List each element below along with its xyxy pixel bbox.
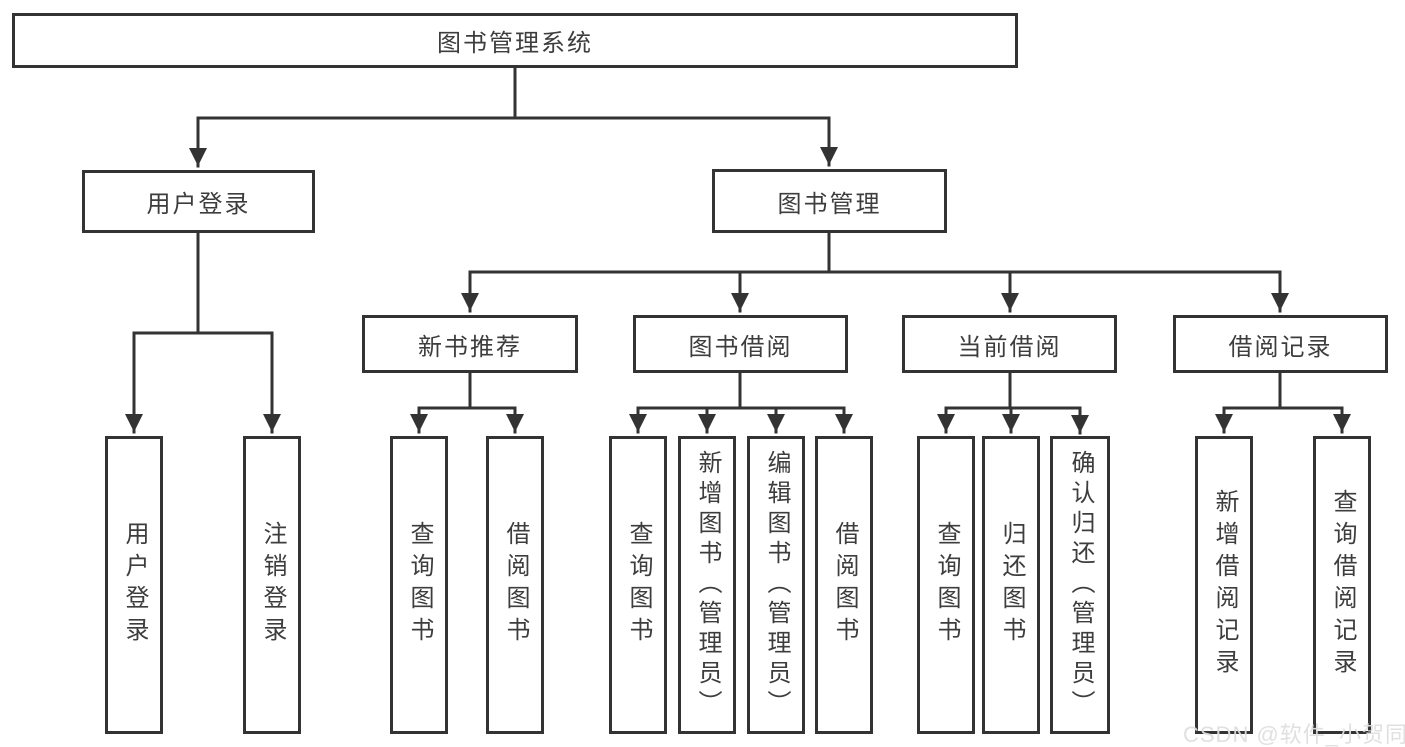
leaf-logout: 注销登录 — [243, 436, 301, 734]
leaf-add-books-admin: 新增图书（管理员） — [678, 436, 736, 734]
leaf-borrow-books-recommend: 借阅图书 — [486, 436, 544, 734]
leaf-query-books-borrowing: 查询图书 — [609, 436, 667, 734]
leaf-query-books-recommend: 查询图书 — [390, 436, 448, 734]
node-current-borrowing: 当前借阅 — [902, 315, 1117, 373]
node-new-book-recommendation: 新书推荐 — [362, 315, 578, 373]
node-user-login: 用户登录 — [82, 170, 315, 233]
csdn-watermark: CSDN @软件_小贺同学 — [1183, 722, 1405, 747]
leaf-query-borrow-record: 查询借阅记录 — [1313, 436, 1371, 734]
node-book-management: 图书管理 — [712, 169, 947, 233]
leaf-return-books: 归还图书 — [982, 436, 1040, 734]
node-borrow-records: 借阅记录 — [1173, 315, 1388, 373]
leaf-edit-books-admin: 编辑图书（管理员） — [747, 436, 805, 734]
leaf-borrow-books-borrowing: 借阅图书 — [815, 436, 873, 734]
leaf-query-books-current: 查询图书 — [917, 436, 975, 734]
node-book-borrowing: 图书借阅 — [633, 315, 848, 373]
node-root-title: 图书管理系统 — [12, 13, 1018, 68]
leaf-user-login: 用户登录 — [105, 436, 163, 734]
leaf-confirm-return-admin: 确认归还（管理员） — [1050, 436, 1110, 734]
leaf-add-borrow-record: 新增借阅记录 — [1195, 436, 1253, 734]
